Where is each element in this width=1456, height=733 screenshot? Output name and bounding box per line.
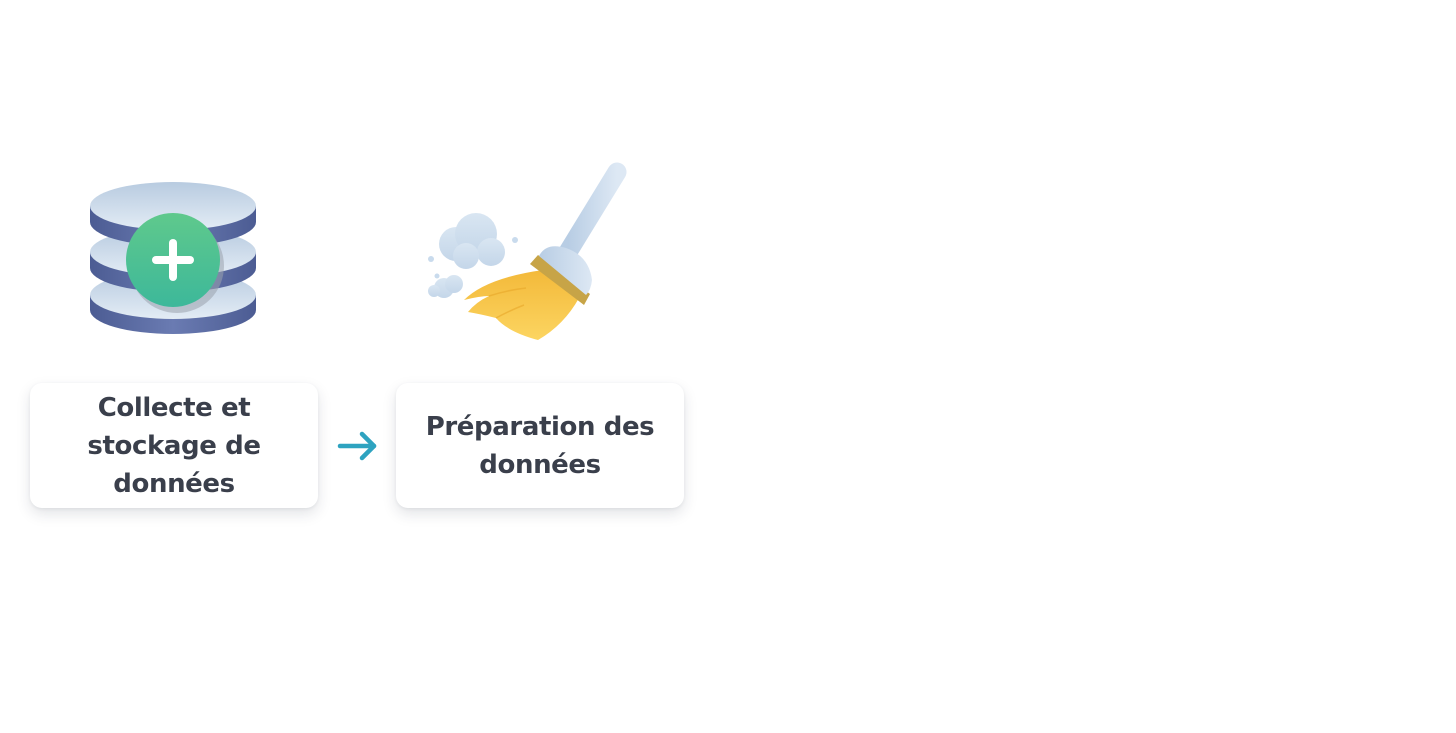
step-collect-store: Collecte et stockage de données [30,0,318,733]
arrow-right-icon [336,428,380,464]
step-label: Préparation des données [425,411,655,480]
step-label: Collecte et stockage de données [87,392,261,499]
database-plus-icon [30,160,318,350]
step-card: Préparation des données [396,383,684,508]
step-card: Collecte et stockage de données [30,383,318,508]
step-data-preparation: Préparation des données [396,0,684,733]
broom-icon [396,160,684,350]
